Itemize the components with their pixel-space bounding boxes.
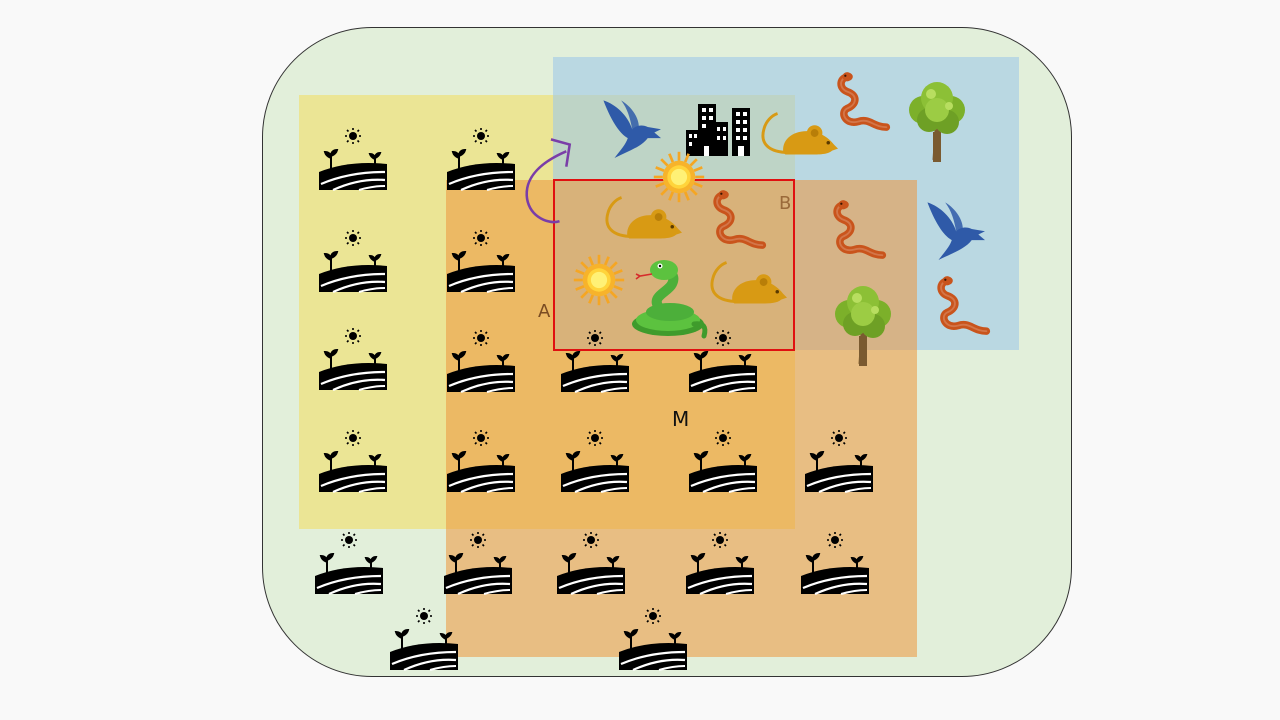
farmland-icon bbox=[619, 608, 687, 671]
bird-icon bbox=[927, 202, 985, 260]
farmland-icon bbox=[319, 430, 387, 493]
label-a: A bbox=[538, 301, 551, 322]
farmland-icon bbox=[689, 330, 757, 393]
farmland-icon bbox=[561, 430, 629, 493]
farmland-icon bbox=[444, 532, 512, 595]
farmland-icon bbox=[686, 532, 754, 595]
sun-icon bbox=[653, 151, 705, 203]
tree-icon bbox=[909, 82, 965, 162]
worm-icon bbox=[833, 200, 887, 259]
farmland-icon bbox=[447, 330, 515, 393]
worm-icon bbox=[713, 190, 767, 249]
farmland-icon bbox=[447, 430, 515, 493]
mouse-icon bbox=[605, 196, 682, 239]
farmland-icon bbox=[561, 330, 629, 393]
farmland-icon bbox=[447, 230, 515, 293]
sun-icon bbox=[573, 254, 625, 306]
city-icon bbox=[686, 104, 750, 156]
label-b: B bbox=[779, 193, 792, 214]
farmland-icon bbox=[315, 532, 383, 595]
tree-icon bbox=[835, 286, 891, 366]
farmland-icon bbox=[801, 532, 869, 595]
mouse-icon bbox=[710, 261, 787, 304]
worm-icon bbox=[837, 72, 891, 131]
farmland-icon bbox=[319, 230, 387, 293]
worm-icon bbox=[937, 276, 991, 335]
curved-arrow-icon bbox=[525, 138, 572, 224]
bird-icon bbox=[603, 100, 661, 158]
farmland-icon bbox=[319, 328, 387, 391]
label-m: M bbox=[672, 407, 690, 431]
farmland-icon bbox=[805, 430, 873, 493]
farmland-icon bbox=[557, 532, 625, 595]
mouse-icon bbox=[761, 112, 838, 155]
farmland-icon bbox=[447, 128, 515, 191]
snake-icon bbox=[632, 260, 708, 339]
farmland-icon bbox=[319, 128, 387, 191]
farmland-icon bbox=[689, 430, 757, 493]
farmland-icon bbox=[390, 608, 458, 671]
